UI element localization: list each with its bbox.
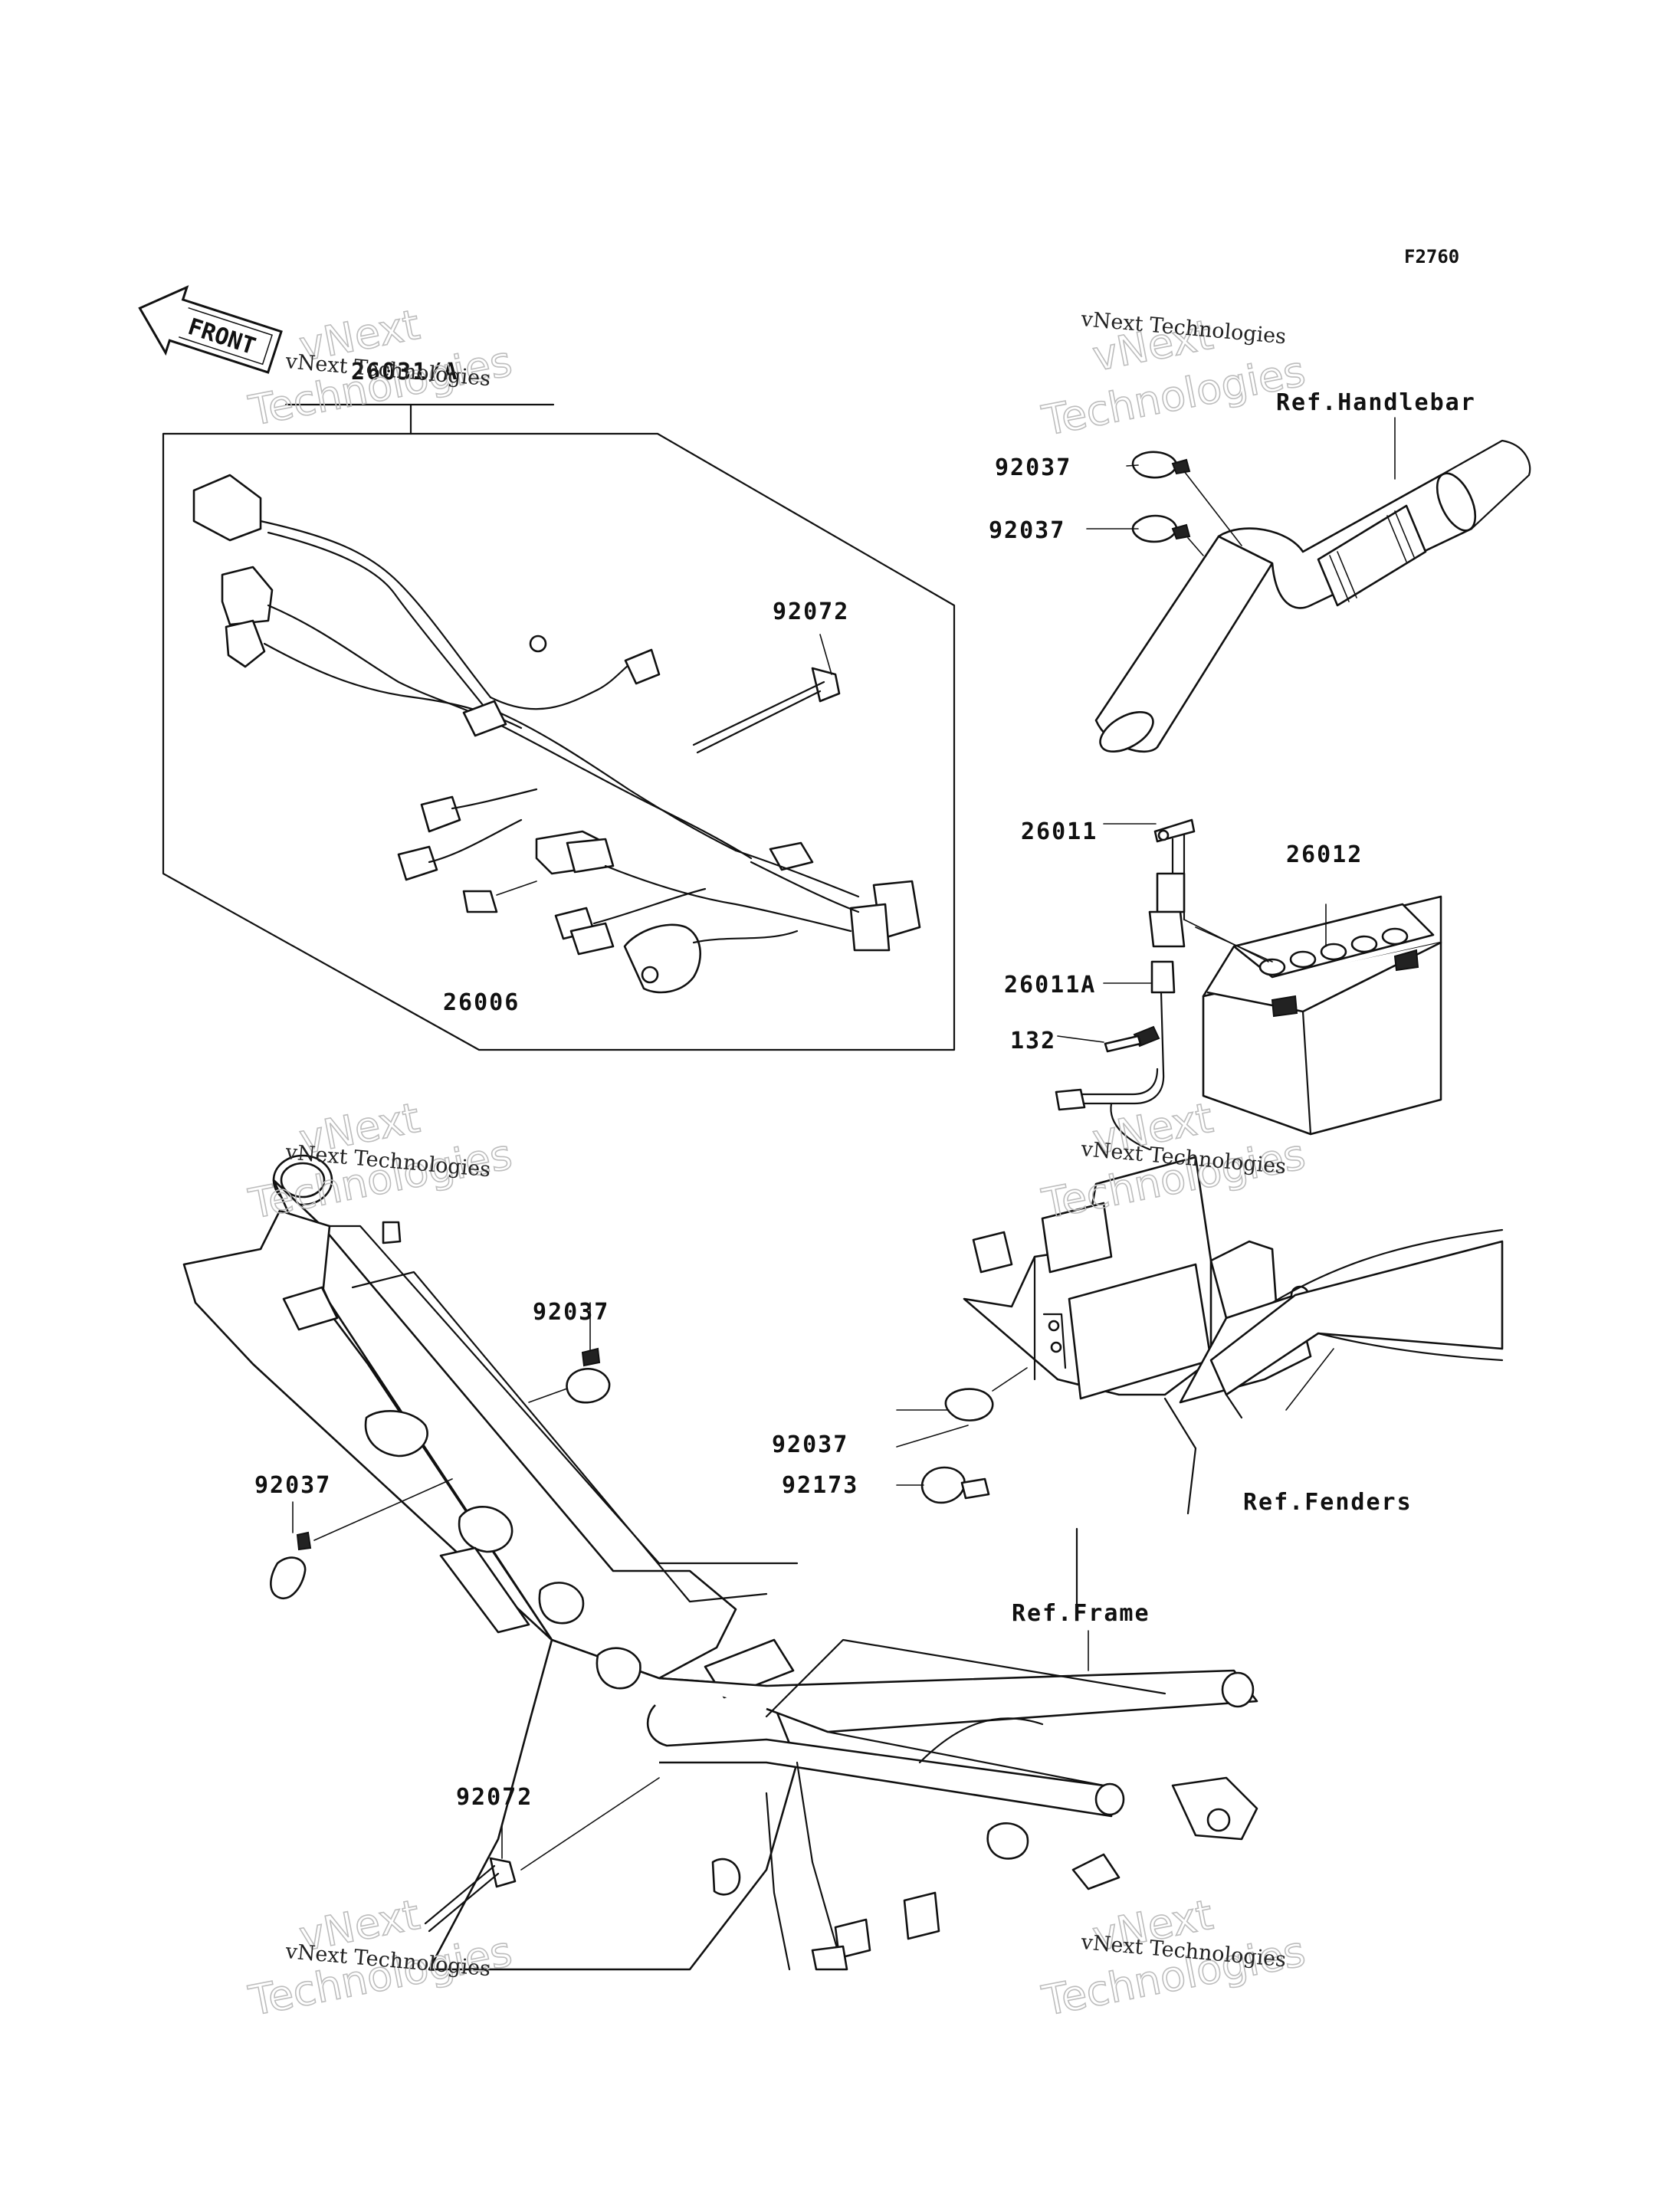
- wire-harness: [192, 474, 921, 994]
- bolt-132: [1057, 1025, 1160, 1053]
- cable-tie-lower: [424, 1777, 660, 1933]
- label-26031a: 26031/A: [351, 359, 458, 385]
- label-ref-frame: Ref.Frame: [1012, 1600, 1150, 1627]
- label-92037-frame-upper: 92037: [533, 1299, 609, 1326]
- clamp-frame-left: [270, 1478, 453, 1600]
- fender: [1163, 1228, 1504, 1515]
- label-92072-upper: 92072: [773, 598, 849, 625]
- label-132: 132: [1010, 1028, 1056, 1054]
- label-ref-fenders: Ref.Fenders: [1243, 1489, 1413, 1516]
- front-arrow-icon: FRONT: [138, 285, 283, 374]
- label-26012: 26012: [1286, 841, 1363, 868]
- battery-lead-26011a: [1055, 960, 1176, 1151]
- clamp-frame-upper: [528, 1302, 611, 1404]
- label-92037-hb-1: 92037: [995, 454, 1071, 481]
- figure-code: F2760: [1404, 246, 1459, 267]
- frame: [182, 1154, 1258, 1971]
- clamp-handlebar-1: [1126, 451, 1242, 546]
- label-26006: 26006: [443, 989, 520, 1016]
- label-26011: 26011: [1021, 818, 1098, 845]
- label-26011a: 26011A: [1004, 972, 1096, 998]
- handlebar: [1094, 439, 1531, 753]
- clamp-box-92173: [896, 1466, 990, 1504]
- label-92037-frame-left: 92037: [254, 1472, 331, 1499]
- clamp-box-92037: [896, 1367, 1028, 1421]
- label-92037-hb-2: 92037: [989, 517, 1065, 544]
- harness-kit-frame: [162, 403, 956, 1051]
- label-92072-lower: 92072: [456, 1784, 533, 1811]
- clamp-handlebar-2: [1086, 514, 1204, 556]
- label-92037-box: 92037: [772, 1431, 848, 1458]
- cable-tie-upper: [692, 634, 841, 754]
- battery: [1195, 895, 1442, 1136]
- label-ref-handlebar: Ref.Handlebar: [1276, 389, 1476, 416]
- label-92173: 92173: [782, 1472, 858, 1499]
- battery-lead-26011: [1103, 818, 1269, 962]
